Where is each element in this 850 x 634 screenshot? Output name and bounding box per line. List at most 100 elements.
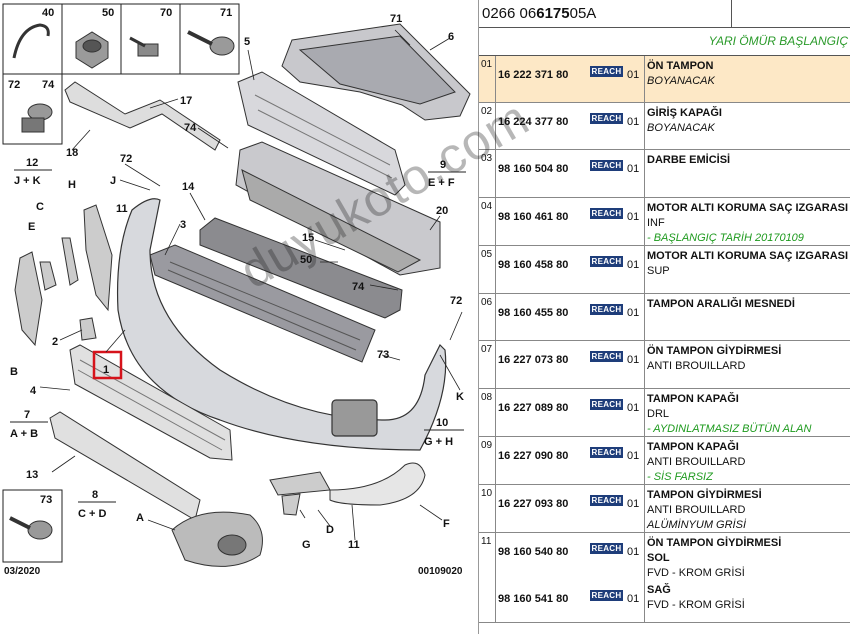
qty-column <box>625 56 645 102</box>
callout-73: 73 <box>377 349 389 361</box>
part-grille-strip-17 <box>64 81 221 151</box>
part-name: GİRİŞ KAPAĞI <box>647 107 722 119</box>
part-number[interactable]: 98 160 541 80 <box>498 593 569 605</box>
part-number[interactable]: 98 160 504 80 <box>498 163 569 175</box>
fastener-box-group <box>2 3 240 563</box>
parts-diagram: 40 50 70 71 72 74 73 1 2 3 4 5 6 71 17 1… <box>2 0 479 634</box>
quantity: 01 <box>627 69 640 81</box>
callout-71: 71 <box>390 13 402 25</box>
part-detail: SOL <box>647 552 670 564</box>
part-detail: SUP <box>647 265 670 277</box>
part-detail: ANTI BROUILLARD <box>647 360 746 372</box>
callout-50: 50 <box>300 254 312 266</box>
callout-C: C <box>36 201 44 213</box>
svg-text:G + H: G + H <box>424 436 453 448</box>
qty-column <box>625 150 645 197</box>
part-number[interactable]: 16 227 093 80 <box>498 498 569 510</box>
section-subtitle: YARI ÖMÜR BAŞLANGIÇ <box>479 28 850 56</box>
part-number[interactable]: 16 227 090 80 <box>498 450 569 462</box>
callout-73-box: 73 <box>40 494 52 506</box>
quantity: 01 <box>627 354 640 366</box>
group-label-10: 10 G + H <box>424 417 464 448</box>
callout-B: B <box>10 366 18 378</box>
group-label-12: 12 J + K <box>14 157 52 187</box>
part-detail: ANTI BROUILLARD <box>647 504 746 516</box>
part-fog-surround-A <box>171 511 263 567</box>
reference-number: 0266 06 6175 05A <box>482 5 597 22</box>
callout-4: 4 <box>30 385 37 397</box>
callout-F: G <box>302 539 311 551</box>
part-name: TAMPON KAPAĞI <box>647 393 739 405</box>
callout-11-b: 11 <box>348 539 360 551</box>
row-number: 05 <box>479 246 496 293</box>
part-number[interactable]: 16 222 371 80 <box>498 69 569 81</box>
callout-20: 20 <box>436 205 448 217</box>
part-side-trims <box>14 204 113 347</box>
callout-1: 1 <box>103 364 109 376</box>
reach-badge: REACH <box>590 256 623 267</box>
callout-G: F <box>443 518 450 530</box>
callout-74-b: 74 <box>352 281 365 293</box>
callout-71-box: 71 <box>220 7 232 19</box>
qty-column <box>625 389 645 436</box>
part-lower-grille-4 <box>69 344 233 461</box>
part-number[interactable]: 98 160 461 80 <box>498 211 569 223</box>
fastener-nut-50 <box>75 31 109 69</box>
row-number: 07 <box>479 341 496 388</box>
part-detail: DRL <box>647 408 670 420</box>
reach-badge: REACH <box>590 495 623 506</box>
part-bumper-cover-1 <box>116 198 447 451</box>
part-name: TAMPON ARALIĞI MESNEDİ <box>647 298 795 310</box>
part-name: ÖN TAMPON GİYDİRMESİ <box>647 537 782 549</box>
qty-column <box>625 103 645 149</box>
row-number: 08 <box>479 389 496 436</box>
part-drl-trim <box>269 471 331 516</box>
row-number: 01 <box>479 56 496 102</box>
callout-3: 3 <box>180 219 186 231</box>
callout-72-a: 72 <box>120 153 132 165</box>
quantity: 01 <box>627 546 640 558</box>
fastener-screw-73 <box>9 516 53 540</box>
quantity: 01 <box>627 163 640 175</box>
quantity: 01 <box>627 402 640 414</box>
quantity: 01 <box>627 498 640 510</box>
part-number[interactable]: 16 227 073 80 <box>498 354 569 366</box>
part-detail: BOYANACAK <box>647 122 715 134</box>
callout-6: 6 <box>448 31 454 43</box>
part-number[interactable]: 98 160 540 80 <box>498 546 569 558</box>
callout-13: 13 <box>26 469 38 481</box>
group-label-8: 8 C + D <box>78 489 116 520</box>
part-detail: - AYDINLATMASIZ BÜTÜN ALAN <box>647 423 812 435</box>
svg-text:8: 8 <box>92 489 98 501</box>
part-name: MOTOR ALTI KORUMA SAÇ IZGARASI <box>647 202 849 214</box>
part-number[interactable]: 16 227 089 80 <box>498 402 569 414</box>
part-under-tray-3 <box>149 244 376 363</box>
reach-badge: REACH <box>590 447 623 458</box>
part-name: TAMPON KAPAĞI <box>647 441 739 453</box>
part-number[interactable]: 98 160 455 80 <box>498 307 569 319</box>
part-number[interactable]: 98 160 458 80 <box>498 259 569 271</box>
reach-badge: REACH <box>590 304 623 315</box>
fastener-screw-72-74 <box>21 103 53 133</box>
callout-72-box: 72 <box>8 79 20 91</box>
callout-H: H <box>68 179 76 191</box>
part-number[interactable]: 16 224 377 80 <box>498 116 569 128</box>
reference-header: 0266 06 6175 05A <box>479 0 850 28</box>
part-detail: ANTI BROUILLARD <box>647 456 746 468</box>
part-detail: - SİS FARSIZ <box>647 471 713 483</box>
svg-text:E + F: E + F <box>428 177 455 189</box>
callout-18: 18 <box>66 147 78 159</box>
part-absorber-14 <box>199 217 403 319</box>
